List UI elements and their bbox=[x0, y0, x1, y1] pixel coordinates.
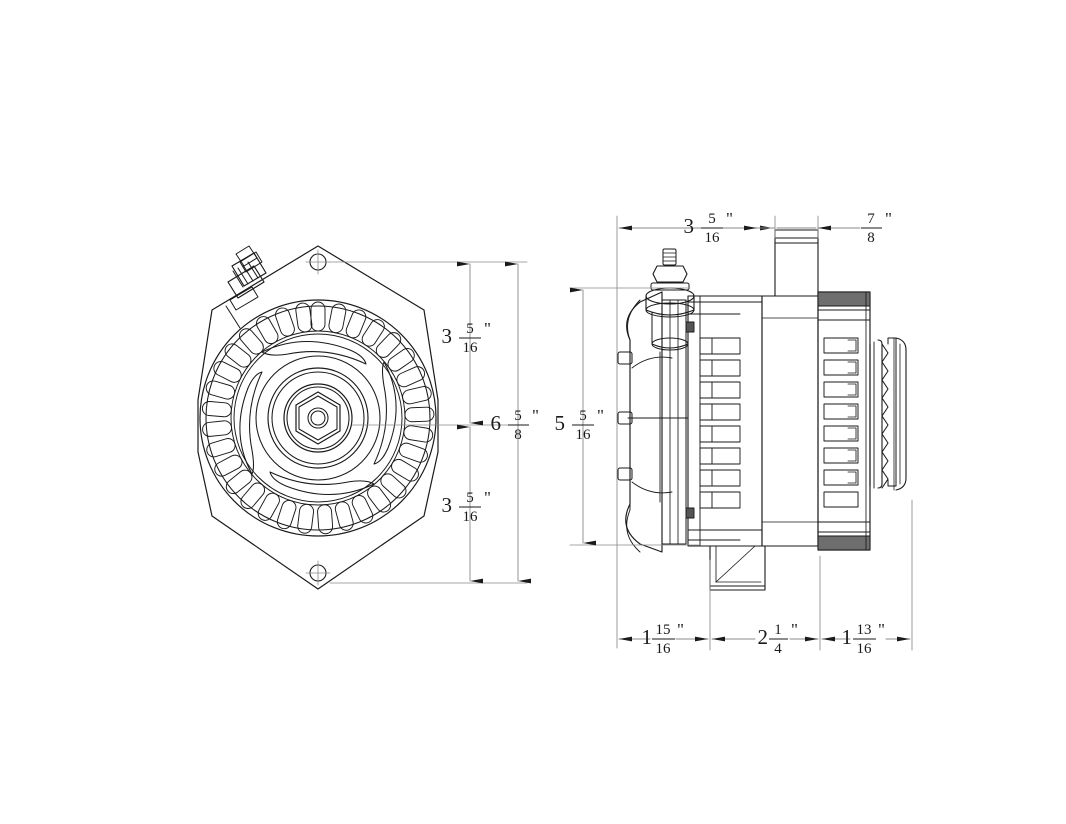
cooling-fan bbox=[239, 340, 397, 496]
front-top-inch-mark: " bbox=[484, 319, 491, 338]
side-bottom-right-inch-mark: " bbox=[878, 620, 885, 639]
side-bottom-left-whole: 1 bbox=[642, 625, 653, 649]
serpentine-pulley bbox=[869, 337, 907, 491]
mounting-hole-top bbox=[305, 249, 331, 275]
top-boss bbox=[774, 229, 819, 297]
housing-body bbox=[199, 299, 437, 537]
front-bottom-inch-mark: " bbox=[484, 488, 491, 507]
side-bottom-mid-denominator: 4 bbox=[774, 641, 782, 657]
dimension-label-front-overall: 6 5 8 " bbox=[491, 406, 539, 443]
side-bottom-left-inch-mark: " bbox=[677, 620, 684, 639]
side-height-denominator: 16 bbox=[576, 427, 592, 443]
side-bottom-right-numerator: 13 bbox=[857, 622, 872, 638]
dimension-label-side-top-left: 3 5 16 " bbox=[684, 209, 733, 246]
rear-housing bbox=[617, 291, 689, 553]
side-bottom-left-denominator: 16 bbox=[656, 641, 672, 657]
dimension-label-front-bottom: 3 5 16 " bbox=[442, 488, 491, 525]
front-bottom-denominator: 16 bbox=[463, 509, 479, 525]
side-bottom-mid-whole: 2 bbox=[758, 625, 769, 649]
side-top-right-numerator: 7 bbox=[867, 211, 875, 227]
dimension-label-side-bottom-mid: 2 1 4 " bbox=[758, 620, 798, 657]
dimension-label-side-bottom-right: 1 13 16 " bbox=[842, 620, 885, 657]
dimension-label-side-bottom-left: 1 15 16 " bbox=[642, 620, 684, 657]
pulley-grooves bbox=[881, 337, 907, 491]
side-top-left-whole: 3 bbox=[684, 214, 695, 238]
battery-terminal-stud-front bbox=[225, 245, 267, 329]
front-bottom-numerator: 5 bbox=[466, 490, 474, 506]
mounting-flange bbox=[197, 245, 439, 590]
side-height-inch-mark: " bbox=[597, 406, 604, 425]
side-bottom-left-numerator: 15 bbox=[656, 622, 671, 638]
side-view-dimensions bbox=[569, 215, 913, 651]
side-bottom-mid-numerator: 1 bbox=[774, 622, 782, 638]
side-height-whole: 5 bbox=[555, 411, 566, 435]
dimension-label-side-height: 5 5 16 " bbox=[555, 406, 604, 443]
front-top-denominator: 16 bbox=[463, 340, 479, 356]
side-bottom-right-denominator: 16 bbox=[857, 641, 873, 657]
front-top-whole: 3 bbox=[442, 324, 453, 348]
front-view bbox=[197, 245, 439, 590]
side-top-right-inch-mark: " bbox=[885, 209, 892, 228]
side-bottom-right-whole: 1 bbox=[842, 625, 853, 649]
front-top-numerator: 5 bbox=[466, 321, 474, 337]
shaft-hex-nut bbox=[283, 383, 353, 453]
mounting-ear bbox=[617, 351, 633, 481]
cooling-slot-ring bbox=[201, 301, 435, 535]
dimension-label-side-top-right: 7 8 " bbox=[861, 209, 892, 246]
front-bottom-whole: 3 bbox=[442, 493, 453, 517]
side-top-left-denominator: 16 bbox=[705, 230, 721, 246]
front-overall-inch-mark: " bbox=[532, 406, 539, 425]
side-top-left-numerator: 5 bbox=[708, 211, 716, 227]
housing-body-inner bbox=[205, 305, 431, 531]
side-top-right-denominator: 8 bbox=[867, 230, 875, 246]
center-body bbox=[761, 229, 819, 547]
side-bottom-mid-inch-mark: " bbox=[791, 620, 798, 639]
dimension-label-front-top: 3 5 16 " bbox=[442, 319, 491, 356]
front-overall-whole: 6 bbox=[491, 411, 502, 435]
side-top-left-inch-mark: " bbox=[726, 209, 733, 228]
front-view-dimensions bbox=[329, 261, 531, 584]
side-view bbox=[617, 229, 907, 591]
stator-cooling-fins bbox=[685, 295, 763, 547]
front-overall-numerator: 5 bbox=[514, 408, 522, 424]
mounting-hole-bottom bbox=[305, 560, 331, 586]
side-height-numerator: 5 bbox=[579, 408, 587, 424]
bottom-mounting-boss bbox=[709, 545, 766, 591]
drive-end-housing bbox=[817, 291, 871, 551]
front-overall-denominator: 8 bbox=[514, 427, 522, 443]
